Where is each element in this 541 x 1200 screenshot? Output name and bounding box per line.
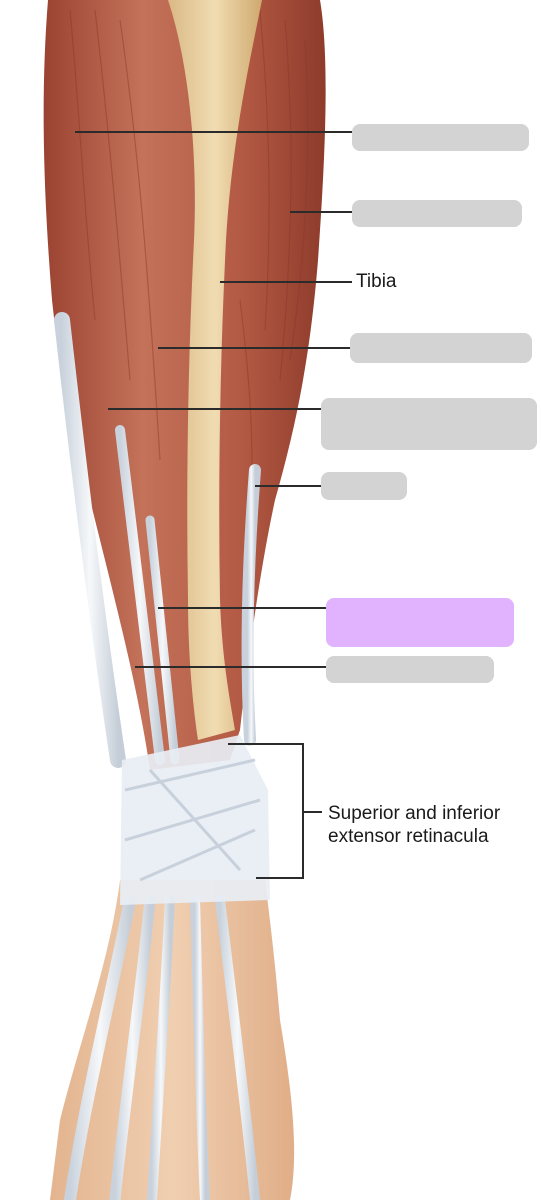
retinacula-label: Superior and inferior extensor retinacul… <box>328 803 501 847</box>
answer-blank-1[interactable] <box>352 124 529 151</box>
retinacula-bands <box>120 735 270 905</box>
answer-blank-4[interactable] <box>321 398 537 450</box>
tibia-label: Tibia <box>356 271 397 292</box>
tibia-bone <box>168 0 262 740</box>
leader-lines <box>75 131 352 668</box>
tendons <box>54 312 261 1200</box>
answer-blank-2[interactable] <box>352 200 522 227</box>
answer-blank-5[interactable] <box>321 472 407 500</box>
answer-blank-7[interactable] <box>326 656 494 683</box>
foot-skin <box>50 880 295 1200</box>
answer-blank-3[interactable] <box>350 333 532 363</box>
answer-blank-6[interactable] <box>326 598 514 647</box>
leg-muscle-mass <box>43 0 326 770</box>
